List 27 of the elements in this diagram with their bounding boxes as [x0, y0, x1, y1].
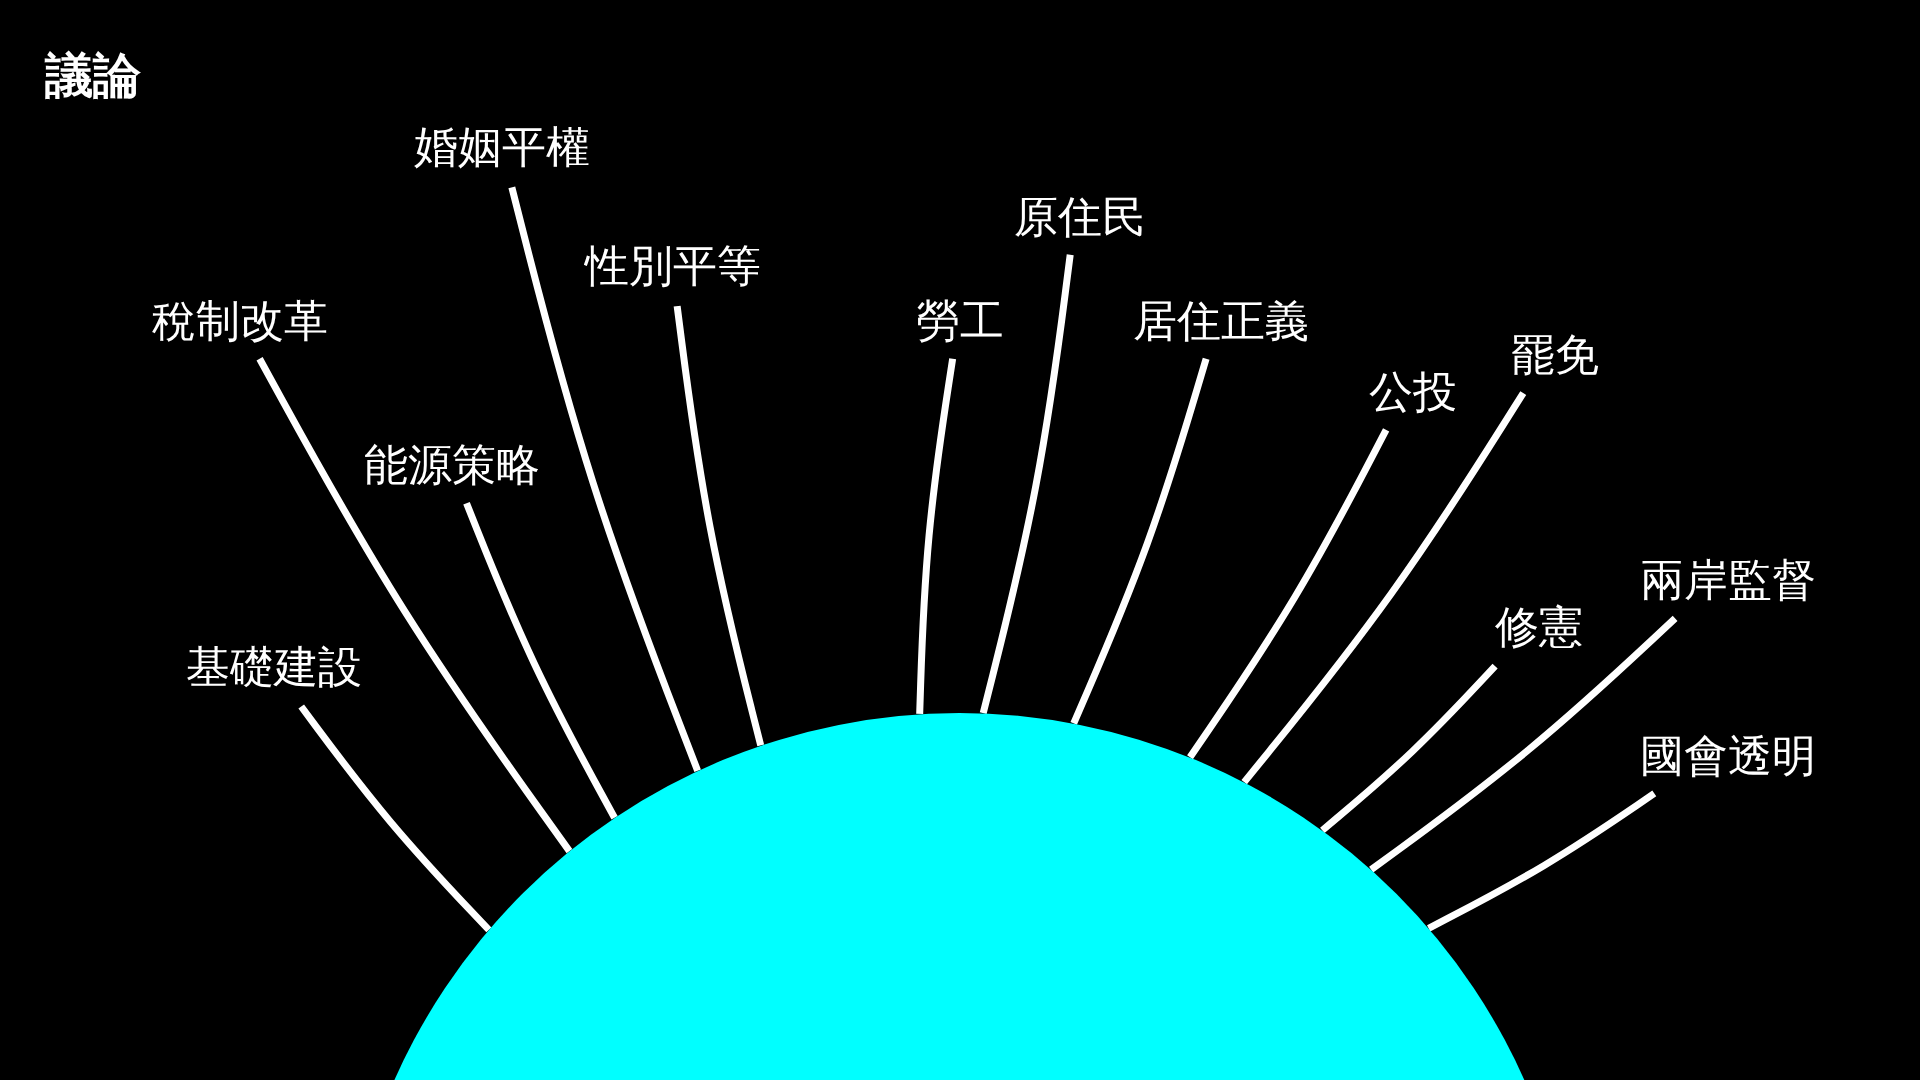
topic-label: 公投 [1369, 367, 1458, 416]
topic-label: 基礎建設 [186, 643, 363, 692]
leader-line [298, 704, 492, 933]
leader-line [1070, 357, 1210, 725]
diagram-title: 議論 [45, 46, 141, 105]
topic-label: 勞工 [916, 296, 1004, 345]
topic-label: 國會透明 [1639, 731, 1816, 780]
topic-label: 修憲 [1495, 602, 1584, 652]
topic-label: 原住民 [1014, 192, 1146, 241]
leader-line [916, 358, 957, 715]
leader-line [1369, 615, 1678, 873]
leader-line [1427, 790, 1657, 932]
leader-line [673, 305, 765, 747]
topic-label: 罷免 [1511, 330, 1600, 380]
topic-label: 性別平等 [585, 241, 762, 290]
topic-label: 居住正義 [1132, 296, 1309, 345]
topic-label: 能源策略 [363, 441, 540, 490]
leader-line [1187, 428, 1390, 760]
topic-label: 婚姻平權 [414, 122, 591, 172]
leader-line [463, 501, 618, 820]
topic-label: 稅制改革 [152, 296, 328, 345]
leader-line [979, 254, 1074, 714]
leader-line [1320, 663, 1498, 834]
leader-line [1241, 391, 1527, 785]
leader-line [256, 357, 573, 854]
leader-line [508, 186, 701, 773]
topic-label: 兩岸監督 [1639, 556, 1816, 605]
